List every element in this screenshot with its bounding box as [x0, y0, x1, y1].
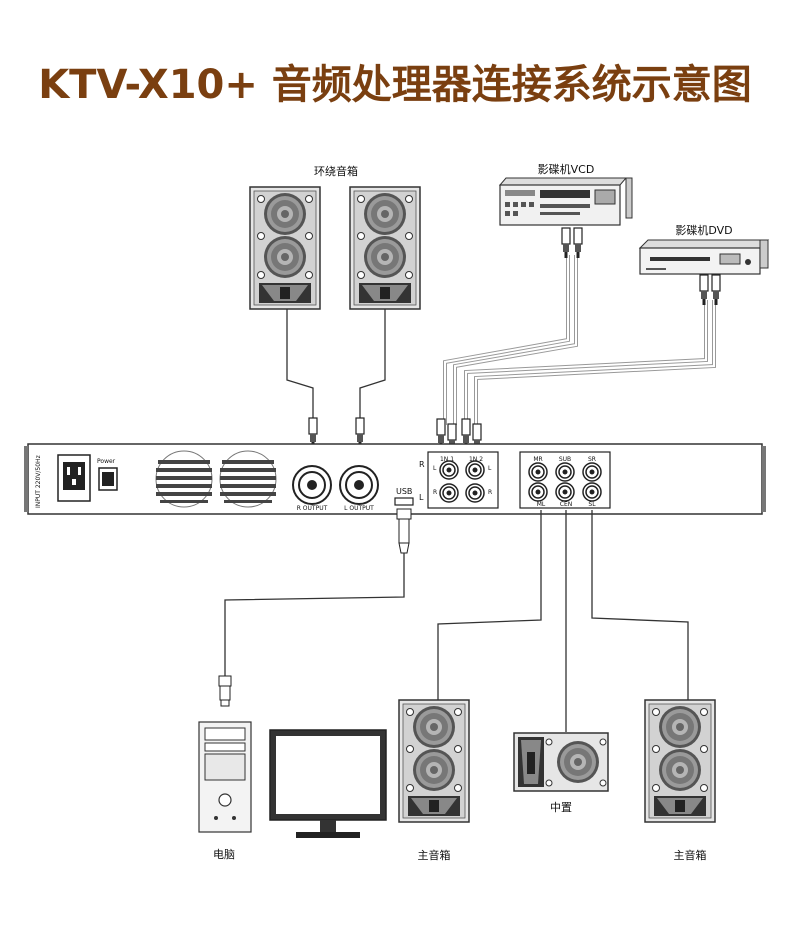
- usb-cable: [218, 508, 412, 707]
- side-r-label: R: [419, 460, 425, 469]
- in1-r-jack[interactable]: [439, 483, 459, 503]
- in1-r-label: R: [433, 489, 437, 496]
- power-input-label: INPUT 220V/50Hz: [35, 455, 42, 508]
- main-speaker-left-label: 主音箱: [418, 848, 451, 862]
- main-speaker-left: [399, 700, 469, 822]
- dvd-player-label: 影碟机DVD: [675, 223, 732, 237]
- center-speaker-label: 中置: [550, 801, 572, 814]
- l-output-jack[interactable]: [339, 465, 379, 505]
- in1-l-label: L: [433, 465, 437, 472]
- input-block: [427, 451, 499, 509]
- computer-tower: [198, 721, 252, 833]
- surround-speaker-right: [350, 187, 420, 309]
- processor-rear-panel: INPUT 220V/50Hz Power: [24, 443, 766, 515]
- fan-grille-left: [155, 450, 213, 508]
- sr-label: SR: [588, 456, 596, 463]
- cen-jack[interactable]: [555, 482, 575, 502]
- dvd-player: [638, 239, 770, 275]
- ml-label: ML: [537, 501, 546, 508]
- in2-l-jack[interactable]: [465, 460, 485, 480]
- vcd-cable: [443, 227, 583, 425]
- sub-label: SUB: [559, 456, 571, 463]
- usb-port[interactable]: [394, 497, 414, 506]
- dvd-cable: [464, 274, 721, 425]
- sub-jack[interactable]: [555, 462, 575, 482]
- cen-label: CEN: [560, 501, 572, 508]
- center-speaker: [513, 732, 609, 792]
- vcd-player-label: 影碟机VCD: [538, 162, 595, 176]
- computer-label: 电脑: [213, 848, 235, 861]
- in1-l-jack[interactable]: [439, 460, 459, 480]
- main-output-cables: [437, 510, 689, 732]
- r-output-label: R OUTPUT: [297, 505, 328, 512]
- sr-jack[interactable]: [582, 462, 602, 482]
- sl-label: SL: [588, 501, 596, 508]
- usb-label: USB: [396, 487, 412, 496]
- main-speaker-right: [645, 700, 715, 822]
- in2-r-label: R: [488, 489, 492, 496]
- surround-speakers-label: 环绕音箱: [314, 164, 358, 178]
- in2-l-label: L: [488, 465, 492, 472]
- in2-r-jack[interactable]: [465, 483, 485, 503]
- fan-grille-right: [219, 450, 277, 508]
- surround-cables: [286, 309, 386, 449]
- sl-jack[interactable]: [582, 482, 602, 502]
- surround-speaker-left: [250, 187, 320, 309]
- computer-monitor: [269, 729, 387, 838]
- r-output-jack[interactable]: [292, 465, 332, 505]
- diagram-title: KTV-X10+ 音频处理器连接系统示意图: [38, 62, 752, 108]
- main-speaker-right-label: 主音箱: [674, 848, 707, 862]
- mr-jack[interactable]: [528, 462, 548, 482]
- vcd-player: [498, 177, 633, 226]
- side-l-label: L: [419, 493, 424, 502]
- l-output-label: L OUTPUT: [344, 505, 374, 512]
- mr-label: MR: [533, 456, 542, 463]
- power-switch-label: Power: [97, 458, 116, 465]
- ml-jack[interactable]: [528, 482, 548, 502]
- in1-label: 1N 1: [440, 456, 454, 463]
- in2-label: 1N 2: [469, 456, 483, 463]
